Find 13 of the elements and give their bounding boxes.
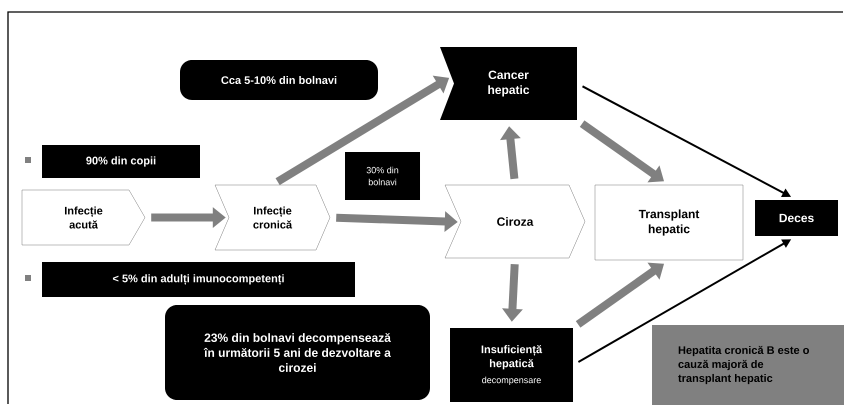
- process-box: Deces: [755, 200, 838, 236]
- process-box: Insuficiență hepatică decompensare: [450, 328, 573, 402]
- note-box: Hepatita cronică B este o cauză majoră de transplant hepatic: [652, 325, 844, 405]
- process-box: Transplant hepatic: [594, 184, 744, 260]
- note-box: < 5% din adulți imunocompetenți: [42, 262, 355, 297]
- note-box: 90% din copii: [42, 145, 200, 178]
- process-box: Cancer hepatic: [440, 47, 577, 120]
- note-box: 30% din bolnavi: [345, 152, 420, 200]
- process-step: Ciroza: [444, 184, 586, 258]
- process-step: Infecție acută: [22, 190, 146, 246]
- note-box: Cca 5-10% din bolnavi: [180, 60, 378, 100]
- note-box: 23% din bolnavi decompensează în următorii 5 ani de dezvoltare a cirozei: [165, 305, 430, 400]
- process-step: Infecție cronică: [214, 184, 330, 250]
